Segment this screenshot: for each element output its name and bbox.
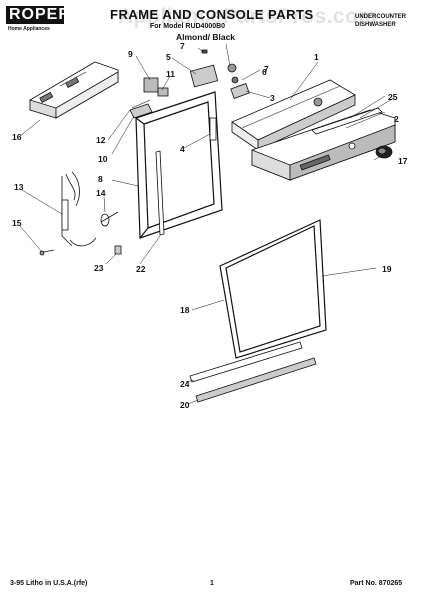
page-number: 1 bbox=[210, 580, 214, 587]
part-5-6-hinge-bracket bbox=[189, 63, 239, 88]
brand-subtitle: Home Appliances bbox=[8, 26, 50, 32]
callout-7a: 7 bbox=[180, 41, 185, 51]
watermark: AppliancePartsPros.com bbox=[118, 5, 378, 28]
callout-18: 18 bbox=[180, 305, 190, 315]
callout-2: 2 bbox=[394, 114, 399, 124]
brand-logo: ROPER bbox=[6, 6, 70, 24]
part-23-clip bbox=[114, 245, 122, 255]
callout-8: 8 bbox=[98, 174, 103, 184]
part-19-door-panel bbox=[219, 219, 327, 359]
callout-13: 13 bbox=[14, 182, 24, 192]
callout-24: 24 bbox=[180, 379, 190, 389]
part-8-door-frame bbox=[135, 91, 223, 239]
callout-10: 10 bbox=[98, 154, 108, 164]
part-16-console-housing bbox=[29, 61, 119, 119]
leader-lines bbox=[19, 43, 395, 405]
callout-20: 20 bbox=[180, 400, 190, 410]
part-15-screw bbox=[39, 249, 55, 256]
part-20-trim bbox=[195, 357, 317, 403]
callout-14: 14 bbox=[96, 188, 106, 198]
part-13-wire-harness bbox=[61, 171, 97, 247]
callout-17: 17 bbox=[398, 156, 408, 166]
callout-5: 5 bbox=[166, 52, 171, 62]
part-number: Part No. 870265 bbox=[350, 580, 403, 587]
part-3-switch bbox=[230, 83, 250, 99]
callout-9: 9 bbox=[128, 49, 133, 59]
part-2-lower-panel bbox=[251, 109, 396, 181]
callout-1: 1 bbox=[314, 52, 319, 62]
callout-6: 6 bbox=[262, 67, 267, 77]
part-9-11-latch bbox=[143, 49, 208, 97]
callout-7b: 7 bbox=[264, 64, 269, 74]
callout-22: 22 bbox=[136, 264, 146, 274]
callout-4: 4 bbox=[180, 144, 185, 154]
callout-23: 23 bbox=[94, 263, 104, 273]
product-line-1: UNDERCOUNTER bbox=[355, 14, 406, 20]
part-22-strip bbox=[155, 150, 165, 236]
page-title: FRAME AND CONSOLE PARTS bbox=[110, 7, 314, 22]
part-25-trim-strip bbox=[311, 107, 383, 135]
product-line-2: DISHWASHER bbox=[355, 22, 396, 28]
part-14-bracket bbox=[100, 211, 119, 227]
callout-16: 16 bbox=[12, 132, 22, 142]
product-type: UNDERCOUNTER DISHWASHER bbox=[355, 13, 406, 29]
model-line: For Model RUD4000B0 bbox=[150, 23, 226, 30]
part-17-knob bbox=[375, 145, 393, 159]
part-10-12-hinge bbox=[129, 99, 153, 119]
callout-25: 25 bbox=[388, 92, 398, 102]
callout-3: 3 bbox=[270, 93, 275, 103]
callout-19: 19 bbox=[382, 264, 392, 274]
part-24-trim bbox=[189, 341, 303, 383]
callout-12: 12 bbox=[96, 135, 106, 145]
part-1-console-panel bbox=[231, 79, 356, 151]
callout-15: 15 bbox=[12, 218, 22, 228]
color-line: Almond/ Black bbox=[176, 32, 236, 42]
part-4-tag bbox=[209, 117, 217, 141]
callout-11: 11 bbox=[166, 69, 175, 79]
print-info: 3-95 Litho in U.S.A.(rfe) bbox=[10, 580, 88, 587]
